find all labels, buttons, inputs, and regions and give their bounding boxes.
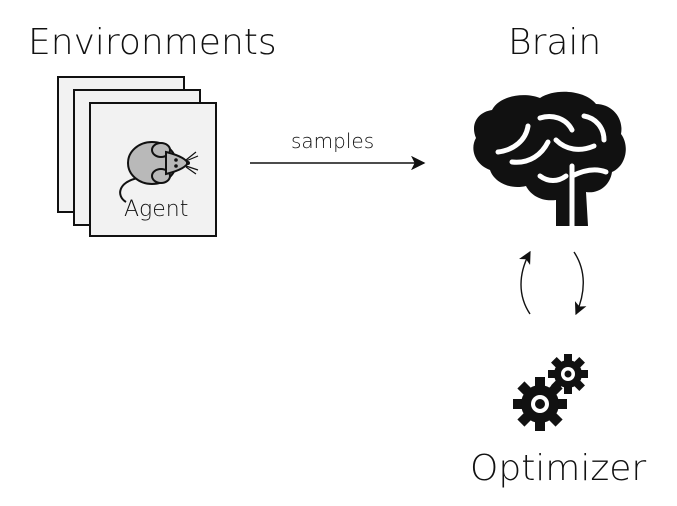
agent-label: Agent xyxy=(124,197,189,222)
mouse-icon xyxy=(119,141,199,203)
brain-icon xyxy=(473,91,626,229)
samples-label: samples xyxy=(291,129,375,153)
brain-to-optimizer-arrow xyxy=(573,251,587,316)
brain-title: Brain xyxy=(508,22,602,63)
optimizer-title: Optimizer xyxy=(470,448,647,489)
environments-title: Environments xyxy=(28,22,277,63)
optimizer-to-brain-arrow xyxy=(519,250,531,315)
gears-icon xyxy=(513,354,588,431)
